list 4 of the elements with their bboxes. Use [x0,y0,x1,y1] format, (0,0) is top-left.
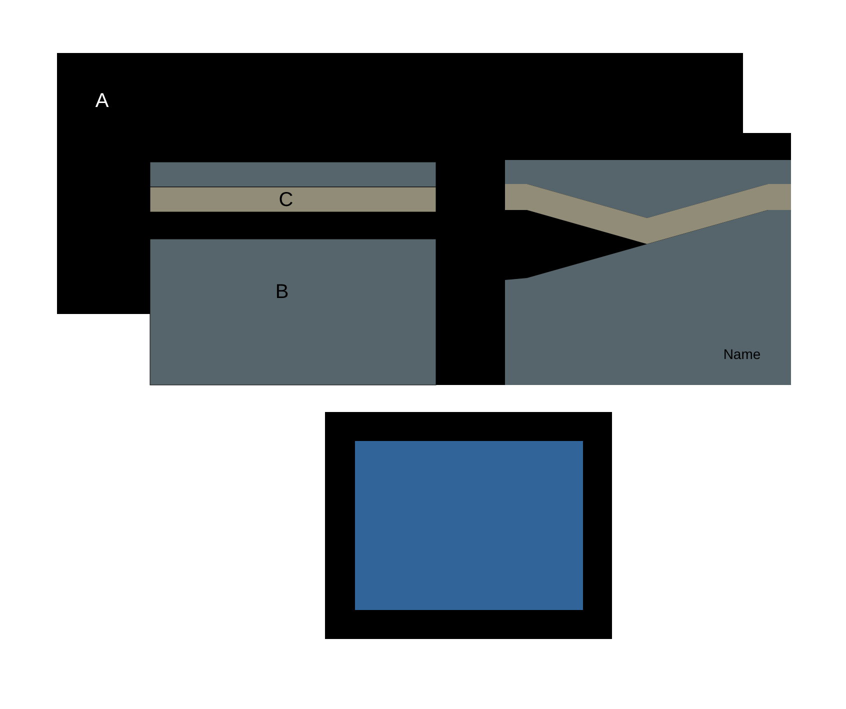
part-label: B [275,282,289,302]
part-label: C [278,190,294,210]
part-label: A [95,91,109,111]
part-label: Name [723,347,761,361]
